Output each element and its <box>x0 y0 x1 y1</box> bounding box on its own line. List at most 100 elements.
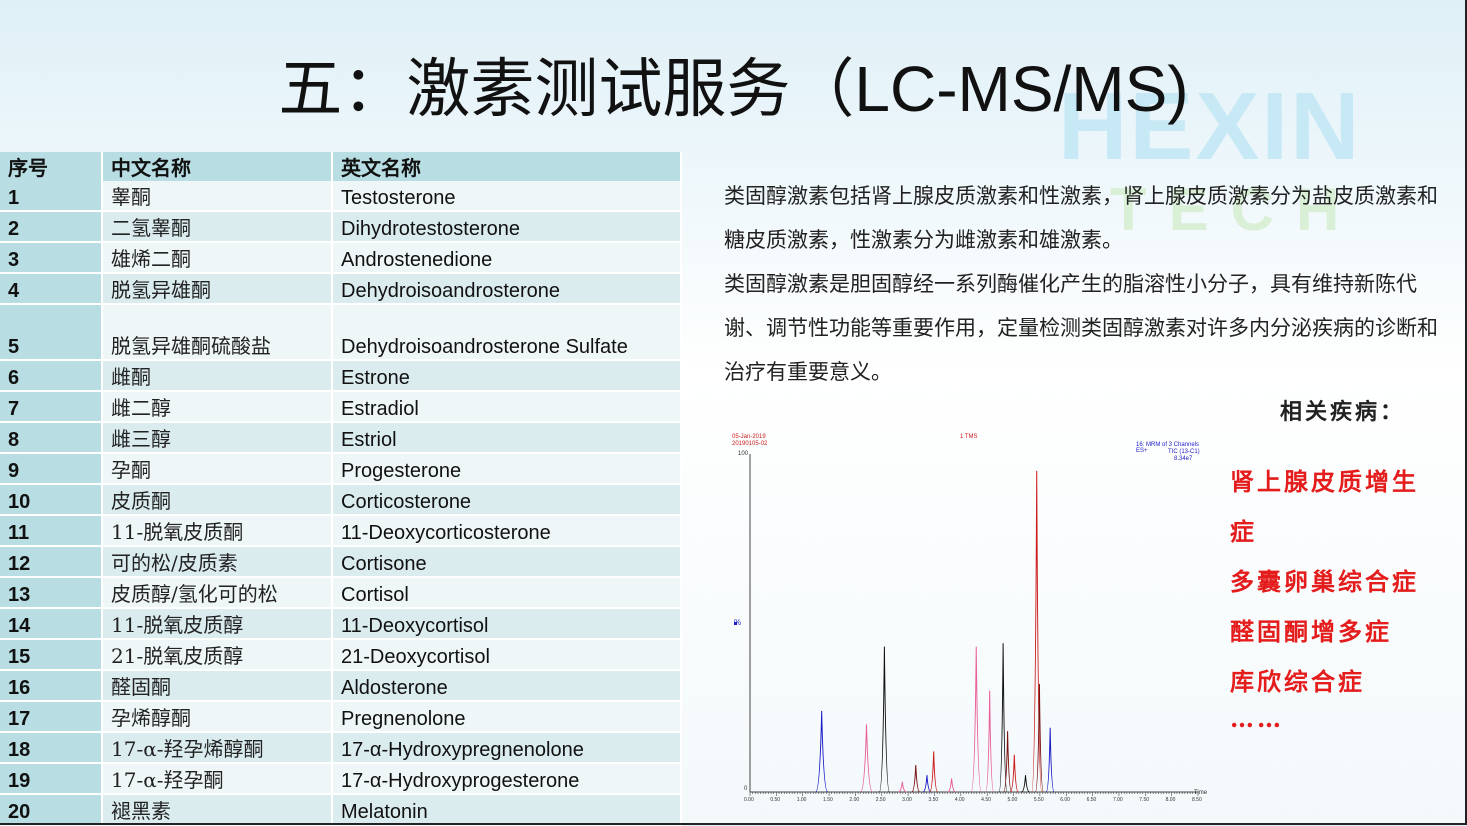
x-tick-label: 8.00 <box>1166 797 1176 803</box>
row-index: 12 <box>0 546 103 578</box>
chrom-sample: 20190105-02 <box>732 441 768 447</box>
row-index: 1 <box>0 181 103 212</box>
chromatogram-peak <box>878 646 890 793</box>
chromatogram-peak <box>1021 775 1030 793</box>
chrom-method: 1 TMS <box>960 434 978 440</box>
row-english-name: Cortisol <box>332 577 682 609</box>
chromatogram-peak <box>998 643 1008 793</box>
row-english-name: Pregnenolone <box>332 701 682 733</box>
chrom-y-zero: 0 <box>744 786 748 792</box>
description-p2: 类固醇激素是胆固醇经一系列酶催化产生的脂溶性小分子，具有维持新陈代谢、调节性功能… <box>724 272 1438 384</box>
chrom-channel: 16: MRM of 3 Channels ES+ <box>1136 442 1200 454</box>
row-chinese-name: 雌三醇 <box>102 422 333 454</box>
chrom-y-top: 100 <box>738 451 749 457</box>
chromatogram-peak <box>898 781 907 793</box>
chromatogram-peak <box>911 764 921 793</box>
row-index: 16 <box>0 670 103 702</box>
row-english-name: Estrone <box>332 360 682 392</box>
row-english-name: Progesterone <box>332 453 682 485</box>
x-tick-label: 6.50 <box>1087 797 1097 803</box>
chrom-date: 05-Jan-2019 <box>732 434 766 440</box>
row-english-name: Dehydroisoandrosterone Sulfate <box>332 304 682 361</box>
x-tick-label: 5.50 <box>1034 797 1044 803</box>
row-english-name: Estriol <box>332 422 682 454</box>
disease-item: 症 <box>1230 517 1257 546</box>
row-english-name: 21-Deoxycortisol <box>332 639 682 671</box>
x-tick-label: 8.50 <box>1192 797 1202 803</box>
frame-border-bottom <box>0 823 1467 825</box>
chromatogram-peak <box>1034 683 1044 793</box>
row-index: 9 <box>0 453 103 485</box>
row-index: 4 <box>0 273 103 305</box>
chrom-intensity: 8.34e7 <box>1174 456 1193 462</box>
x-tick-label: 0.50 <box>770 797 780 803</box>
row-chinese-name: 皮质醇/氢化可的松 <box>102 577 333 609</box>
row-chinese-name: 17-α-羟孕烯醇酮 <box>102 732 333 764</box>
chromatogram-peak <box>1009 754 1019 793</box>
watermark-hexin: HEXIN <box>1058 73 1362 180</box>
watermark-tech: TECH <box>1110 176 1362 243</box>
x-tick-label: 7.50 <box>1139 797 1149 803</box>
x-tick-label: 0.00 <box>744 797 754 803</box>
row-english-name: Dihydrotestosterone <box>332 211 682 243</box>
row-index: 8 <box>0 422 103 454</box>
x-tick-label: 3.50 <box>928 797 938 803</box>
x-tick-label: 6.00 <box>1060 797 1070 803</box>
x-tick-label: 2.00 <box>849 797 859 803</box>
row-index: 7 <box>0 391 103 423</box>
row-chinese-name: 孕酮 <box>102 453 333 485</box>
chromatogram-peak <box>922 775 932 793</box>
x-tick-label: 7.00 <box>1113 797 1123 803</box>
chrom-tic: TIC (13-C1) <box>1168 449 1200 455</box>
x-tick-label: 2.50 <box>876 797 886 803</box>
title-main: 五：激素测试服务（ <box>278 53 855 127</box>
row-chinese-name: 孕烯醇酮 <box>102 701 333 733</box>
chromatogram-peak <box>859 724 873 793</box>
disease-item: 多囊卵巢综合症 <box>1230 567 1419 596</box>
header-chinese-name: 中文名称 <box>102 152 333 181</box>
row-chinese-name: 21-脱氧皮质醇 <box>102 639 333 671</box>
chrom-x-unit: Time <box>1194 790 1208 796</box>
disease-item: 醛固酮增多症 <box>1230 617 1392 646</box>
row-english-name: 11-Deoxycorticosterone <box>332 515 682 547</box>
description: 类固醇激素包括肾上腺皮质激素和性激素，肾上腺皮质激素分为盐皮质激素和糖皮质激素，… <box>724 174 1440 394</box>
row-english-name: Melatonin <box>332 794 682 826</box>
disease-item: 肾上腺皮质增生 <box>1230 467 1419 496</box>
description-p1: 类固醇激素包括肾上腺皮质激素和性激素，肾上腺皮质激素分为盐皮质激素和糖皮质激素，… <box>724 184 1438 252</box>
row-english-name: 17-α-Hydroxyprogesterone <box>332 763 682 795</box>
row-english-name: Cortisone <box>332 546 682 578</box>
row-chinese-name: 褪黑素 <box>102 794 333 826</box>
row-index: 20 <box>0 794 103 826</box>
row-english-name: Corticosterone <box>332 484 682 516</box>
row-english-name: Testosterone <box>332 181 682 212</box>
row-index: 17 <box>0 701 103 733</box>
row-chinese-name: 皮质酮 <box>102 484 333 516</box>
row-chinese-name: 二氢睾酮 <box>102 211 333 243</box>
x-tick-label: 4.50 <box>981 797 991 803</box>
row-chinese-name: 雄烯二酮 <box>102 242 333 274</box>
chrom-y-percent: % <box>734 618 742 627</box>
row-english-name: Estradiol <box>332 391 682 423</box>
row-english-name: Dehydroisoandrosterone <box>332 273 682 305</box>
chromatogram-peak <box>1045 727 1055 793</box>
row-chinese-name: 雌二醇 <box>102 391 333 423</box>
row-chinese-name: 17-α-羟孕酮 <box>102 763 333 795</box>
row-chinese-name: 睾酮 <box>102 181 333 212</box>
row-index: 3 <box>0 242 103 274</box>
row-english-name: Aldosterone <box>332 670 682 702</box>
chromatogram-peak <box>970 646 982 793</box>
table-header-row: 序号 中文名称 英文名称 <box>0 152 682 181</box>
row-index: 14 <box>0 608 103 640</box>
